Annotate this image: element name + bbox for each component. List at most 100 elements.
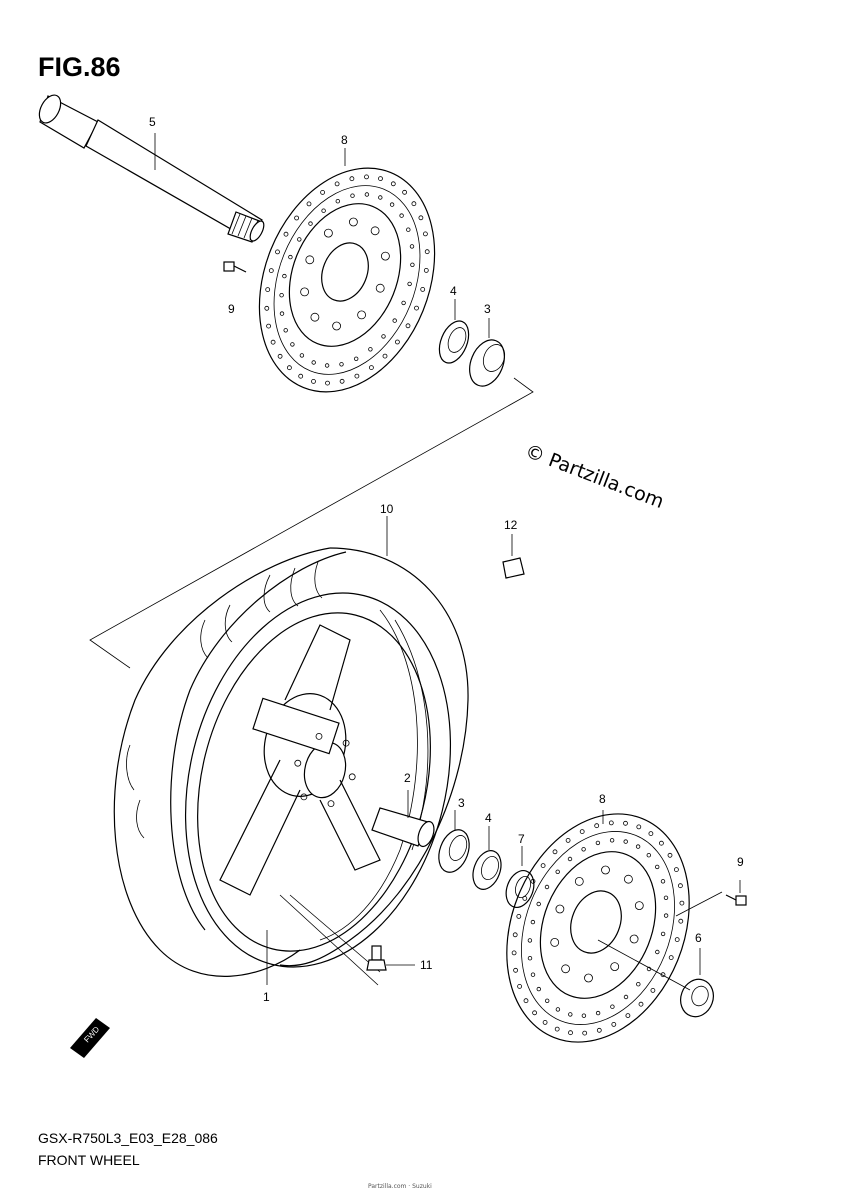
disc-hole bbox=[364, 174, 369, 180]
disc-hole bbox=[565, 838, 571, 843]
disc-hole bbox=[542, 1020, 548, 1025]
disc-hole bbox=[581, 1013, 587, 1018]
disc-hole bbox=[283, 231, 289, 237]
disc-rivet bbox=[610, 962, 620, 971]
disc-hole bbox=[636, 982, 641, 987]
disc-hole bbox=[364, 192, 370, 197]
disc-hole bbox=[554, 1026, 560, 1032]
disc-rivet bbox=[624, 874, 633, 884]
callout-6: 6 bbox=[695, 931, 702, 945]
disc-hole bbox=[279, 311, 285, 316]
disc-hole bbox=[290, 342, 295, 347]
disc-rivet bbox=[323, 228, 333, 238]
disc-hole bbox=[350, 193, 355, 198]
disc-hole bbox=[320, 189, 326, 195]
disc-hole bbox=[299, 353, 305, 358]
disc-hole bbox=[282, 273, 287, 279]
callout-4: 4 bbox=[450, 284, 457, 298]
disc-hole bbox=[544, 884, 550, 890]
hub-bolt bbox=[294, 759, 302, 767]
disc-hole bbox=[540, 863, 546, 868]
bearing-lower bbox=[438, 810, 470, 873]
callout-12: 12 bbox=[504, 518, 518, 532]
disc-hole bbox=[378, 176, 383, 182]
disc-hole bbox=[674, 937, 680, 942]
disc-hole bbox=[655, 864, 660, 870]
disc-hole bbox=[513, 967, 518, 973]
callout-10: 10 bbox=[380, 502, 394, 516]
disc-hole bbox=[334, 181, 340, 187]
oil-seal-lower bbox=[472, 826, 502, 890]
callout-9: 9 bbox=[228, 302, 235, 316]
disc-rivet bbox=[357, 310, 367, 320]
disc-hole bbox=[523, 998, 529, 1004]
disc-hole bbox=[579, 829, 585, 834]
disc-hole bbox=[536, 901, 541, 907]
disc-rivet bbox=[305, 255, 315, 265]
disc-rivet bbox=[574, 877, 584, 886]
hub-bolt bbox=[315, 733, 323, 740]
disc-hole bbox=[679, 900, 685, 906]
disc-hole bbox=[568, 1012, 573, 1017]
disc-hole bbox=[660, 972, 666, 978]
disc-hole bbox=[638, 1001, 644, 1007]
disc-hole bbox=[522, 896, 528, 901]
oil-seal-upper bbox=[438, 299, 470, 364]
bearing-upper bbox=[469, 318, 506, 387]
disc-hole bbox=[308, 221, 313, 226]
disc-hole bbox=[545, 998, 550, 1003]
disc-rivet bbox=[634, 901, 644, 910]
disc-hole bbox=[422, 231, 428, 237]
callout-5: 5 bbox=[149, 115, 156, 129]
disc-hole bbox=[283, 328, 288, 333]
disc-hole bbox=[414, 305, 419, 311]
disc-hole bbox=[339, 378, 345, 384]
disc-hole bbox=[646, 853, 651, 858]
disc-hole bbox=[354, 373, 360, 379]
disc-hole bbox=[420, 286, 426, 292]
disc-hole bbox=[660, 931, 666, 937]
disc-hole bbox=[668, 955, 674, 960]
disc-hole bbox=[270, 339, 276, 345]
disc-hole bbox=[636, 824, 642, 830]
brake-disc-lower bbox=[506, 810, 690, 1043]
disc-hole bbox=[530, 972, 536, 977]
callout-8: 8 bbox=[599, 792, 606, 806]
disc-hole bbox=[567, 856, 573, 862]
disc-hole bbox=[325, 380, 330, 386]
disc-rivet bbox=[555, 904, 565, 914]
balance-weight bbox=[502, 534, 525, 579]
disc-hole bbox=[555, 869, 560, 874]
disc-hole bbox=[410, 262, 415, 267]
disc-hole bbox=[596, 1027, 602, 1033]
disc-bolt-lower bbox=[675, 880, 747, 917]
disc-hole bbox=[623, 820, 628, 826]
callout-3: 3 bbox=[458, 796, 465, 810]
front-tire bbox=[113, 516, 469, 977]
model-code: GSX-R750L3_E03_E28_086 bbox=[38, 1130, 218, 1146]
disc-hole bbox=[268, 268, 274, 274]
callout-8: 8 bbox=[341, 133, 348, 147]
disc-hole bbox=[286, 365, 292, 371]
disc-hole bbox=[527, 956, 533, 961]
disc-bolt-upper bbox=[223, 261, 247, 273]
disc-hole bbox=[659, 840, 664, 846]
disc-hole bbox=[297, 237, 302, 242]
disc-hole bbox=[663, 913, 669, 918]
disc-rivet bbox=[310, 312, 320, 322]
axle-nut bbox=[597, 939, 714, 1018]
disc-hole bbox=[368, 347, 373, 352]
callout-2: 2 bbox=[404, 771, 411, 785]
disc-hole bbox=[555, 1007, 561, 1012]
disc-hole bbox=[390, 181, 396, 187]
disc-hole bbox=[392, 318, 397, 323]
disc-hole bbox=[516, 914, 522, 919]
disc-hole bbox=[399, 213, 404, 218]
disc-rivet bbox=[370, 226, 380, 236]
disc-hole bbox=[275, 249, 280, 255]
disc-hole bbox=[610, 1004, 615, 1009]
disc-hole bbox=[660, 879, 666, 884]
disc-hole bbox=[655, 949, 660, 955]
disc-rivet bbox=[300, 287, 310, 297]
